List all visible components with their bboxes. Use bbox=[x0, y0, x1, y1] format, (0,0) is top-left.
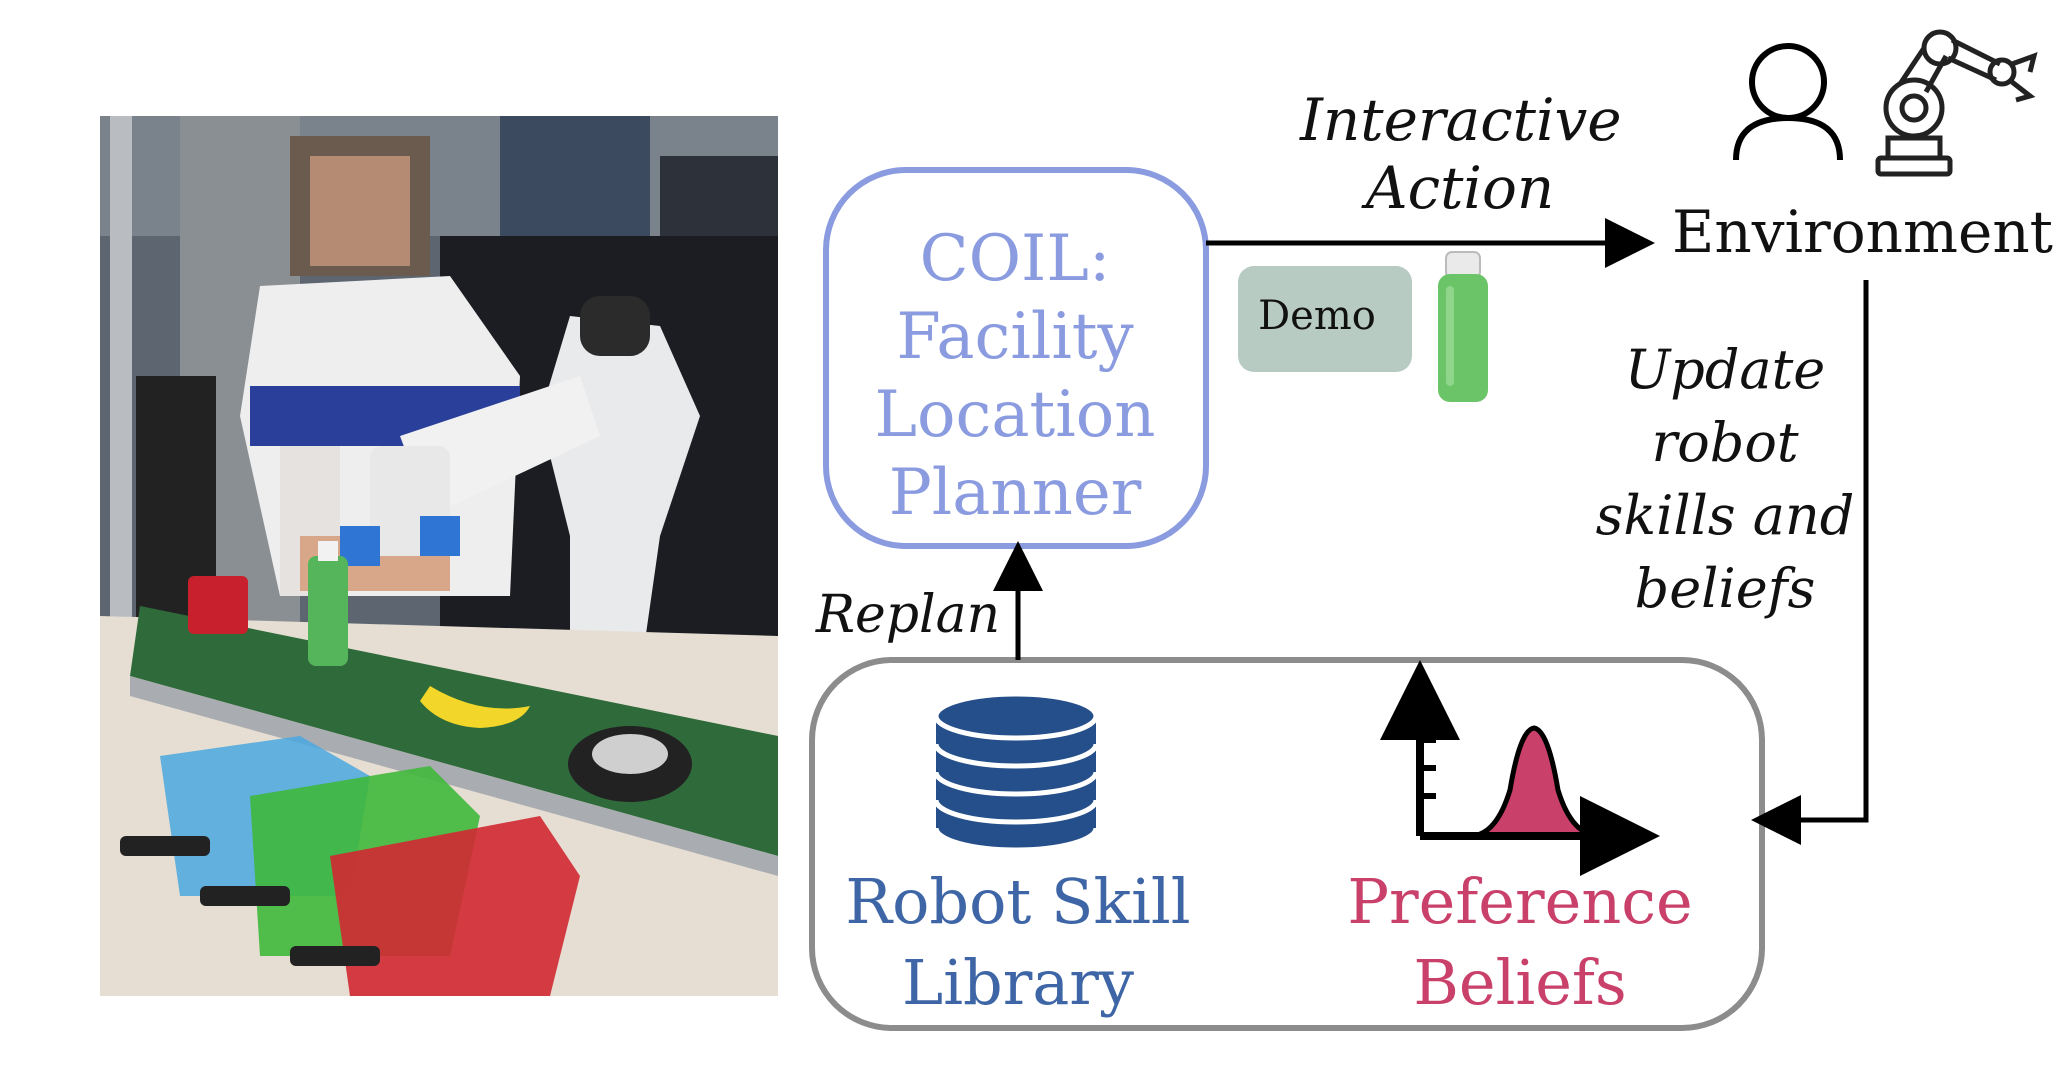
bottle-icon bbox=[1438, 251, 1488, 402]
environment-label: Environment bbox=[1672, 198, 2053, 266]
interactive-line-2: Action bbox=[1365, 154, 1555, 223]
update-line-2: robot bbox=[1651, 410, 1799, 474]
preference-beliefs-label: Preference Beliefs bbox=[1330, 862, 1710, 1023]
demo-box bbox=[1238, 266, 1412, 372]
skill-line-2: Library bbox=[902, 945, 1134, 1019]
coil-line-2: Facility bbox=[896, 300, 1134, 375]
robot-arm-icon bbox=[1875, 29, 2038, 177]
pref-line-1: Preference bbox=[1347, 865, 1693, 938]
update-line-1: Update bbox=[1624, 338, 1826, 401]
update-line-3: skills and bbox=[1595, 483, 1855, 547]
update-label: Update robot skills and beliefs bbox=[1580, 334, 1870, 626]
coil-line-1: COIL: bbox=[919, 222, 1111, 296]
update-arrow bbox=[1751, 280, 1869, 845]
interactive-action-label: Interactive Action bbox=[1300, 86, 1622, 223]
update-line-4: beliefs bbox=[1634, 556, 1816, 620]
person-icon bbox=[1733, 43, 1843, 161]
demo-label: Demo bbox=[1258, 293, 1376, 339]
workstation-photo bbox=[100, 116, 778, 996]
coil-planner-label: COIL: Facility Location Planner bbox=[820, 220, 1210, 532]
skill-line-1: Robot Skill bbox=[845, 865, 1191, 938]
coil-line-3: Location bbox=[874, 378, 1156, 453]
pref-line-2: Beliefs bbox=[1413, 945, 1627, 1019]
interactive-line-1: Interactive bbox=[1300, 86, 1622, 154]
database-icon bbox=[933, 691, 1099, 853]
skill-library-label: Robot Skill Library bbox=[838, 862, 1198, 1023]
replan-label: Replan bbox=[815, 585, 1001, 645]
coil-line-4: Planner bbox=[888, 456, 1142, 531]
bell-curve-icon bbox=[1380, 660, 1660, 876]
